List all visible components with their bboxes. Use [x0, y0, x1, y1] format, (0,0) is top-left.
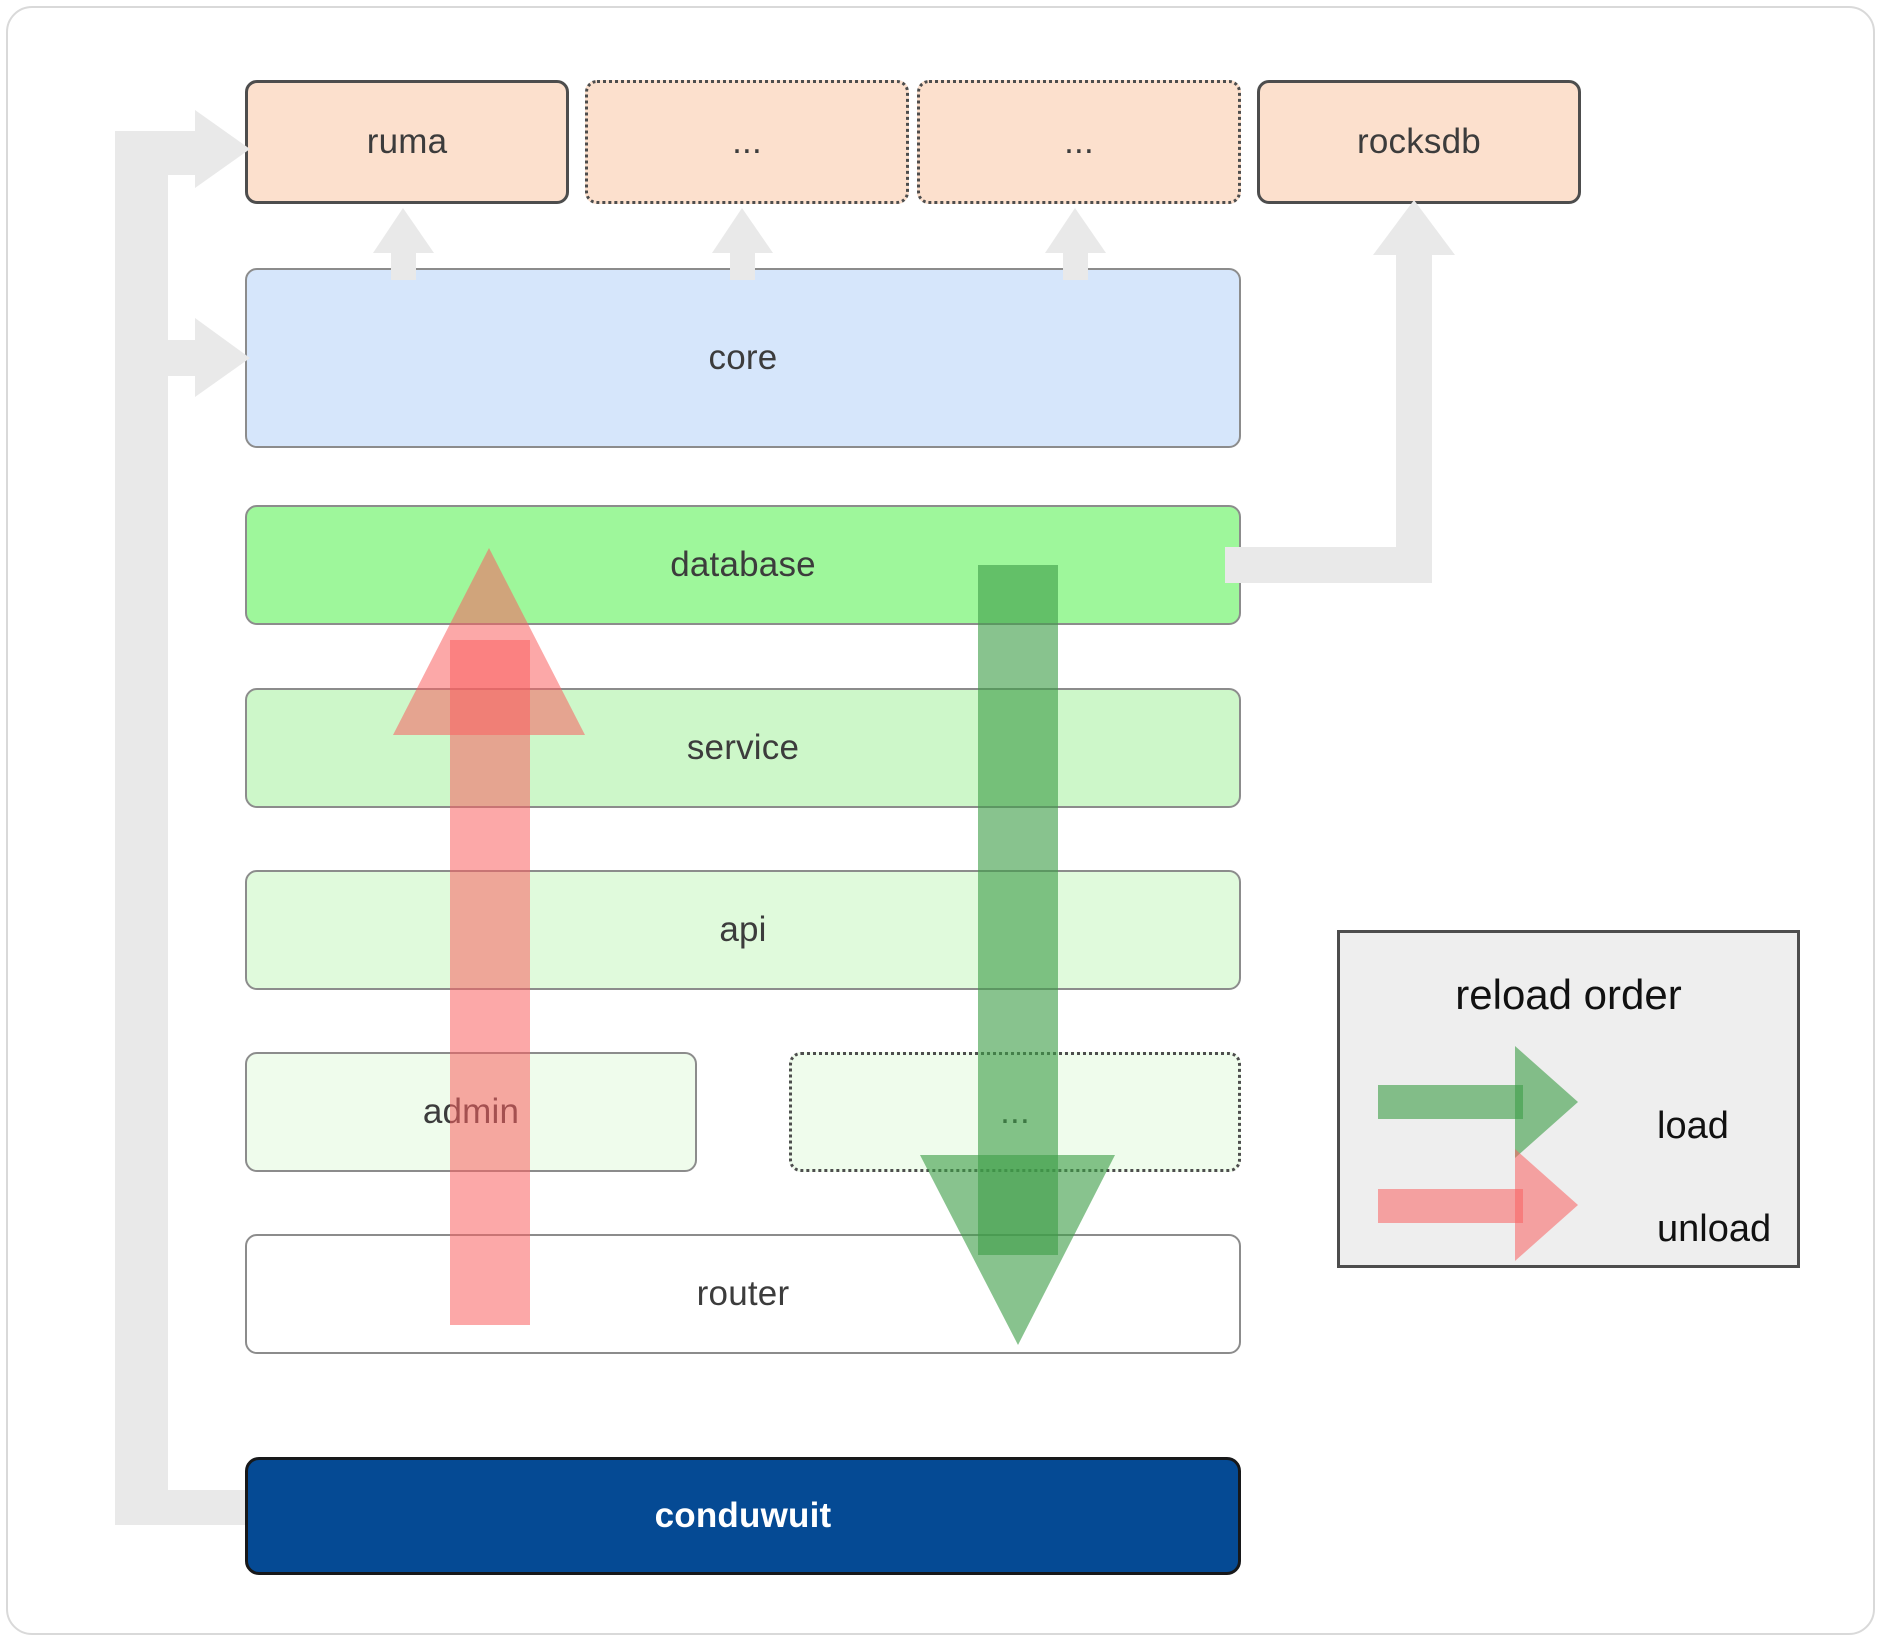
- crate-box-rocksdb[interactable]: rocksdb: [1257, 80, 1581, 204]
- crate-box-ruma[interactable]: ruma: [245, 80, 569, 204]
- legend-arrows: [1378, 1046, 1578, 1261]
- crate-label-service: service: [686, 728, 800, 767]
- crate-label-database: database: [670, 545, 816, 584]
- legend-label-load: load: [1657, 1105, 1729, 1147]
- crate-box-api[interactable]: api: [245, 870, 1241, 990]
- crate-label-dots-2: ...: [1064, 122, 1094, 161]
- crate-label-dots-1: ...: [732, 122, 762, 161]
- legend-load-arrow: [1378, 1046, 1578, 1158]
- legend-panel: reload order load unload: [1337, 930, 1800, 1268]
- crate-box-database[interactable]: database: [245, 505, 1241, 625]
- legend-unload-arrow: [1378, 1149, 1578, 1261]
- crate-label-router: router: [696, 1274, 790, 1313]
- crate-box-dots-3[interactable]: ...: [789, 1052, 1241, 1172]
- crate-box-service[interactable]: service: [245, 688, 1241, 808]
- legend-title: reload order: [1455, 971, 1682, 1018]
- crate-label-ruma: ruma: [366, 122, 448, 161]
- crate-box-dots-2[interactable]: ...: [917, 80, 1241, 204]
- crate-box-admin[interactable]: admin: [245, 1052, 697, 1172]
- crate-box-router[interactable]: router: [245, 1234, 1241, 1354]
- crate-label-dots-3: ...: [1000, 1092, 1030, 1131]
- crate-label-rocksdb: rocksdb: [1357, 122, 1481, 161]
- crate-label-core: core: [708, 338, 778, 377]
- crate-box-conduwuit[interactable]: conduwuit: [245, 1457, 1241, 1575]
- crate-label-conduwuit: conduwuit: [654, 1496, 832, 1535]
- legend-label-unload: unload: [1657, 1208, 1772, 1250]
- diagram-card: [6, 6, 1875, 1635]
- crate-box-dots-1[interactable]: ...: [585, 80, 909, 204]
- crate-label-api: api: [719, 910, 767, 949]
- crate-label-admin: admin: [422, 1092, 520, 1131]
- crate-box-core[interactable]: core: [245, 268, 1241, 448]
